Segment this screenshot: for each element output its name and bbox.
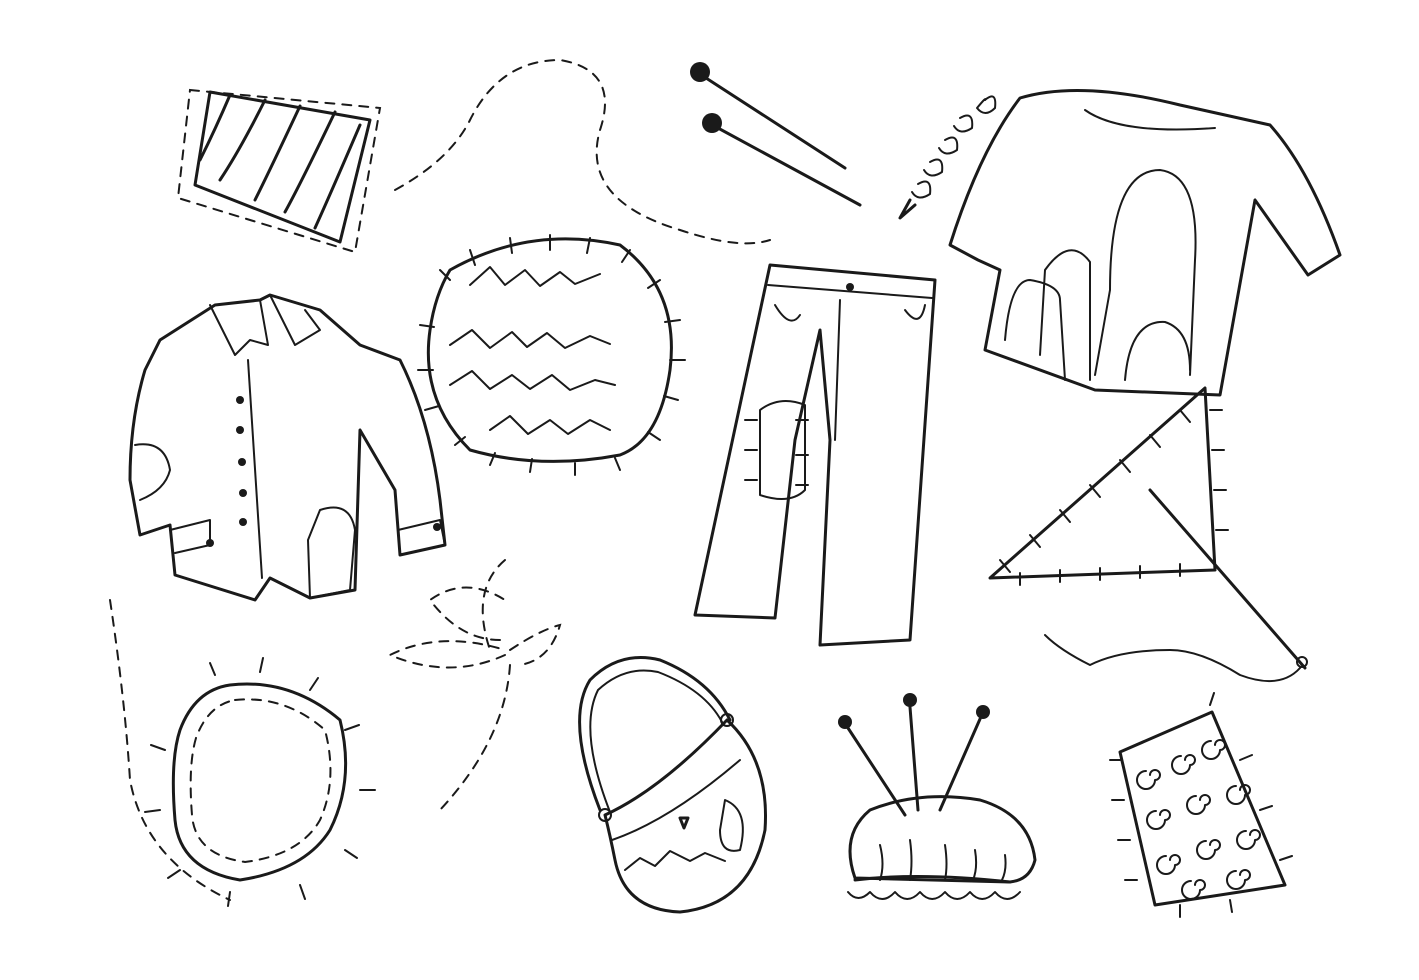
sewing-pins-icon	[690, 62, 862, 207]
crochet-chain-icon	[898, 95, 997, 220]
patched-trousers-icon	[693, 263, 937, 647]
spiral-square-patch-icon	[1109, 692, 1293, 918]
pincushion-icon	[838, 693, 1037, 900]
patched-jacket-icon	[128, 293, 447, 602]
dashed-stitch-path-icon	[394, 58, 771, 245]
zigzag-round-patch-icon	[417, 234, 686, 476]
blank-round-patch-icon	[144, 657, 376, 907]
patched-sweater-icon	[948, 89, 1342, 397]
dashed-leaf-stitch-icon	[387, 559, 562, 811]
patched-handbag-icon	[578, 656, 767, 914]
triangle-patch-with-needle-icon	[988, 386, 1308, 683]
dashed-side-stitch-icon	[109, 599, 231, 901]
striped-patch-icon	[176, 88, 382, 254]
